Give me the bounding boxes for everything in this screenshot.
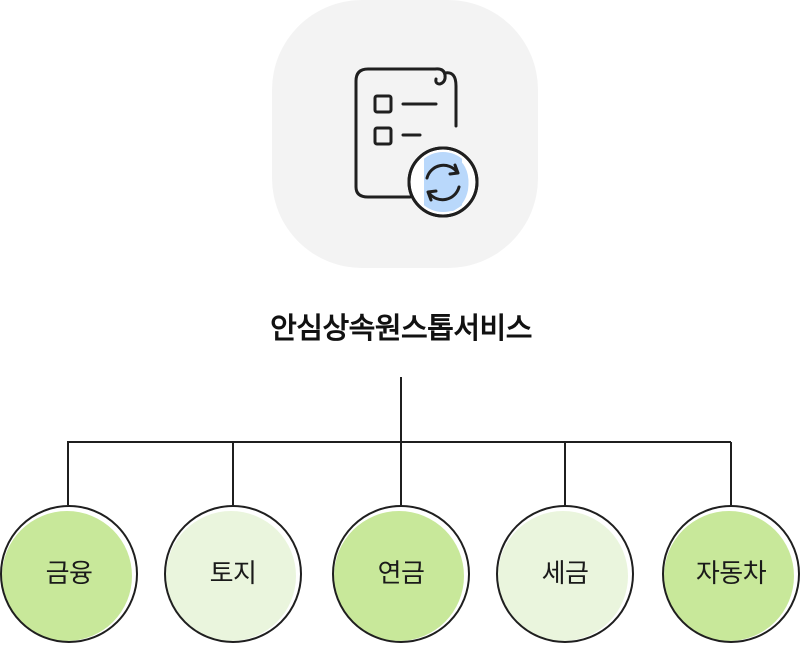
service-icon-tile [272, 0, 538, 268]
node-label: 토지 [209, 559, 257, 589]
node-label: 세금 [541, 559, 589, 589]
node-label: 연금 [377, 559, 425, 589]
checklist-refresh-icon [354, 67, 479, 218]
service-title: 안심상속원스톱서비스 [270, 311, 532, 345]
node-land: 토지 [164, 505, 302, 643]
node-vehicle: 자동차 [662, 505, 800, 643]
node-finance: 금융 [0, 505, 138, 643]
node-label: 금융 [45, 559, 93, 589]
node-label: 자동차 [695, 559, 767, 589]
node-pension: 연금 [332, 505, 470, 643]
node-tax: 세금 [496, 505, 634, 643]
